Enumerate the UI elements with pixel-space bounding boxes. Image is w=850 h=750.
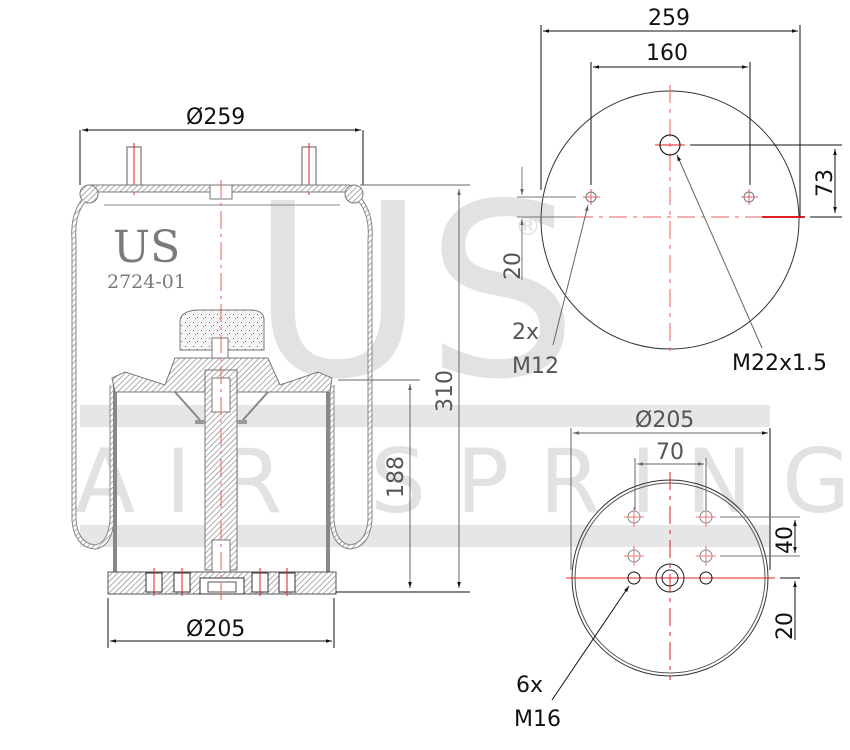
mount-hole-left — [627, 571, 641, 585]
dim-overall-width: 259 — [648, 6, 690, 31]
center-hole — [659, 134, 681, 156]
watermark-band-bottom — [80, 525, 770, 547]
dim-top-diameter: Ø259 — [186, 105, 245, 130]
center-boss — [655, 563, 685, 593]
dim-bottom-diameter: Ø205 — [186, 617, 245, 642]
dim-stud-spacing: 160 — [646, 41, 688, 66]
stud-callout-qty: 2x — [512, 320, 539, 345]
side-view: US 2724-01 Ø259 Ø205 310 188 — [71, 105, 470, 648]
dim-hole-spacing: 70 — [656, 440, 684, 465]
dim-overall-height: 310 — [433, 370, 458, 412]
bumper — [179, 309, 265, 351]
dim-stud-offset: 20 — [501, 252, 526, 280]
dim-row-spacing: 40 — [773, 526, 798, 554]
watermark-air-spring: AIR SPRING — [75, 430, 850, 533]
hole-callout-thread: M16 — [514, 707, 561, 732]
mount-hole-right — [699, 571, 713, 585]
top-view: 259 160 73 20 2x M12 M22x1.5 — [501, 6, 842, 379]
center-callout-thread: M22x1.5 — [732, 351, 827, 376]
bottom-view: Ø205 70 40 20 6x M16 — [514, 408, 800, 732]
dim-bottom-diameter-plan: Ø205 — [635, 408, 694, 433]
part-number: 2724-01 — [107, 271, 186, 293]
dim-center-offset: 73 — [813, 169, 838, 197]
stud-hole-left — [585, 191, 597, 203]
brand-label: US — [113, 222, 180, 273]
stud-hole-right — [743, 191, 755, 203]
dim-bottom-offset: 20 — [773, 612, 798, 640]
dim-piston-height: 188 — [384, 456, 409, 498]
hole-callout-qty: 6x — [516, 673, 543, 698]
stud-callout-thread: M12 — [512, 354, 559, 379]
